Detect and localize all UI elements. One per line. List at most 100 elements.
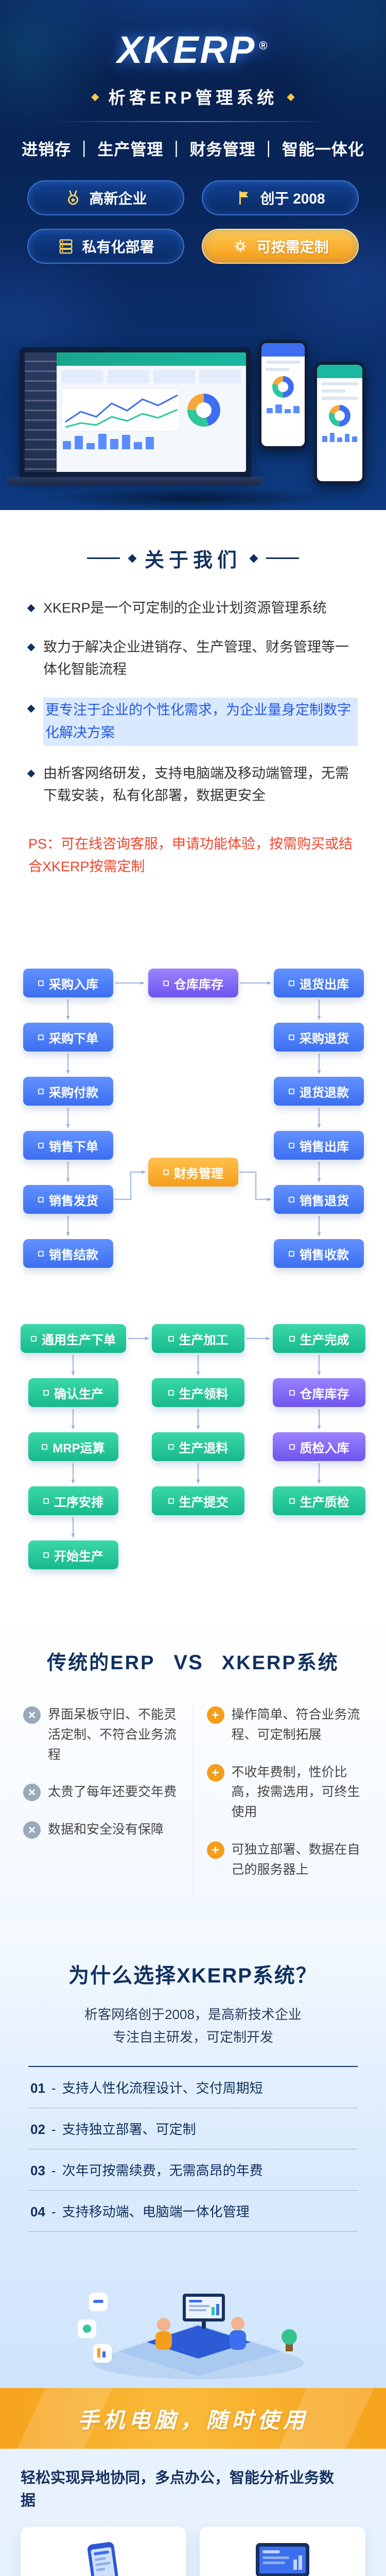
plus-icon: + (206, 1764, 224, 1782)
laptop-base (7, 477, 264, 485)
flag-icon (239, 191, 249, 205)
about-item-text: 由析客网络研发，支持电脑端及移动端管理，无需下载安装，私有化部署，数据更安全 (43, 765, 349, 804)
dashboard-header (57, 352, 246, 366)
flow-node-icon (38, 1196, 44, 1202)
why-feature-row: 02 - 支持独立部署、可定制 (28, 2108, 358, 2150)
phone-app-header (317, 365, 362, 378)
hero-divider (49, 121, 337, 122)
flow-node: 财务管理 (148, 1158, 238, 1187)
clients-section: 轻松实现异地协同，多点办公，智能分析业务数据 手机客户端 业 (0, 2449, 386, 2576)
plus-icon: + (206, 1841, 224, 1859)
comparison-title-right: XKERP系统 (221, 1652, 339, 1674)
flow-node: 采购付款 (23, 1077, 113, 1106)
flow-node: 采购入库 (23, 969, 113, 997)
about-title-text: 关于我们 (144, 550, 241, 571)
flow-node: 通用生产下单 (21, 1324, 126, 1353)
phone-app-header (261, 343, 305, 357)
flow-node-icon (289, 1088, 294, 1094)
laptop-mockup (7, 347, 264, 485)
comparison-vs-label: VS (173, 1651, 203, 1674)
logo-text: XKERP (117, 28, 256, 71)
hero-section: XKERP® ◆ 析客ERP管理系统 ◆ 进销存 ｜ 生产管理 ｜ 财务管理 ｜… (0, 0, 386, 510)
flow-node: 销售发货 (23, 1185, 113, 1214)
pros-column: + 操作简单、符合业务流程、可定制拓展 + 不收年费制，性价比高，按需选用，可终… (194, 1705, 363, 1897)
cross-icon: × (23, 1706, 41, 1724)
bullet-diamond-icon (27, 643, 36, 652)
ps-note: PS：可在线咨询客服，申请功能体验，按需购买或结合XKERP按需定制 (28, 836, 353, 874)
flow-node: 销售退货 (274, 1185, 364, 1214)
about-item: 更专注于企业的个性化需求，为企业量身定制数字化解决方案 (27, 698, 358, 746)
flow-node: 销售结款 (23, 1239, 113, 1268)
mockup-shadow (41, 487, 340, 509)
flow-node-icon (289, 1498, 295, 1504)
mobile-client-card: 手机客户端 业务员手机随时随地开单、轻松管理客户，销售行为一目了然 (21, 2527, 186, 2576)
badge-customizable: 可按需定制 (202, 229, 359, 264)
hero-subtitle-text: 析客ERP管理系统 (108, 88, 278, 107)
badge-label: 可按需定制 (256, 239, 329, 255)
pro-item: + 可独立部署、数据在自己的服务器上 (206, 1840, 363, 1880)
flow-node: 生产提交 (152, 1486, 244, 1515)
flow-node-icon (289, 980, 294, 986)
flow-node: 销售下单 (23, 1131, 113, 1160)
feature-badges: 高新企业 创于 2008 私有化部署 可按需定制 (27, 180, 359, 264)
flow-node: 退货退款 (274, 1077, 364, 1106)
bullet-diamond-icon (27, 769, 36, 777)
con-item: × 数据和安全没有保障 (23, 1820, 180, 1840)
flow-node-icon (289, 1389, 295, 1396)
flow-node-icon (168, 1498, 174, 1504)
dashboard-donut-chart (187, 394, 220, 427)
flow-node: 开始生产 (28, 1540, 118, 1569)
flow-node-icon (38, 980, 44, 986)
pc-web-card: PC网页版 采购销售轻松管理生意，各类报表分析业务数据 (200, 2527, 365, 2576)
flow-node-icon (168, 1389, 174, 1396)
diamond-icon (249, 554, 258, 563)
why-title: 为什么选择XKERP系统？ (68, 1964, 318, 1987)
badge-label: 高新企业 (89, 191, 147, 207)
phone-donut-chart (329, 405, 350, 427)
cross-icon: × (23, 1821, 41, 1839)
title-line (86, 557, 120, 559)
flow-node-icon (163, 1169, 169, 1175)
flow-node: 仓库库存 (148, 969, 238, 997)
flow-node: 采购退货 (274, 1023, 364, 1052)
flow-node-icon (42, 1444, 48, 1450)
flow-node-icon (43, 1552, 49, 1558)
flow-node-icon (38, 1034, 44, 1040)
dashboard-content (57, 352, 246, 472)
badge-private-deploy: 私有化部署 (27, 229, 184, 264)
flow-node-icon (289, 1444, 295, 1450)
diamond-icon (128, 554, 137, 563)
phone-donut-chart (272, 376, 294, 398)
bullet-diamond-icon (27, 604, 36, 613)
why-feature-row: 04 - 支持移动端、电脑端一体化管理 (28, 2191, 358, 2232)
about-item: 由析客网络研发，支持电脑端及移动端管理，无需下载安装，私有化部署，数据更安全 (27, 762, 358, 807)
flow-node-icon (168, 1444, 174, 1450)
cross-icon: × (23, 1784, 41, 1802)
team-illustration (78, 2293, 304, 2379)
flow-node-icon (43, 1498, 49, 1504)
phone-mockup-2 (314, 362, 365, 484)
hero-tagline: 进销存 ｜ 生产管理 ｜ 财务管理 ｜ 智能一体化 (22, 141, 364, 159)
hero-subtitle: ◆ 析客ERP管理系统 ◆ (0, 84, 386, 109)
why-feature-row: 01 - 支持人性化流程设计、交付周期短 (28, 2067, 358, 2109)
dashboard-bar-chart (57, 432, 246, 449)
diamond-icon: ◆ (287, 91, 295, 103)
pc-illustration (256, 2543, 309, 2576)
pro-item: + 操作简单、符合业务流程、可定制拓展 (206, 1705, 363, 1745)
flow-node-icon (289, 1250, 294, 1257)
flow-node: 采购下单 (23, 1023, 113, 1052)
flow-node: 确认生产 (28, 1378, 118, 1407)
flow-node: 退货出库 (274, 969, 364, 997)
flow-node: 销售收款 (274, 1239, 364, 1268)
title-line (266, 557, 299, 559)
flow-node: 销售出库 (274, 1131, 364, 1160)
flow-node: 生产领料 (152, 1378, 244, 1407)
flow-node-icon (289, 1335, 295, 1342)
flow-node-icon (168, 1335, 174, 1342)
about-item-text: XKERP是一个可定制的企业计划资源管理系统 (43, 600, 327, 616)
about-item: XKERP是一个可定制的企业计划资源管理系统 (27, 597, 358, 620)
flow-node: MRP运算 (28, 1432, 118, 1461)
erp-flowchart: 采购入库 采购下单 采购付款 销售下单 销售发货 销售结款 仓库库存 财务管理 … (0, 943, 386, 1613)
flow-node-icon (289, 1034, 294, 1040)
why-feature-row: 03 - 次年可按需续费，无需高昂的年费 (28, 2149, 358, 2191)
